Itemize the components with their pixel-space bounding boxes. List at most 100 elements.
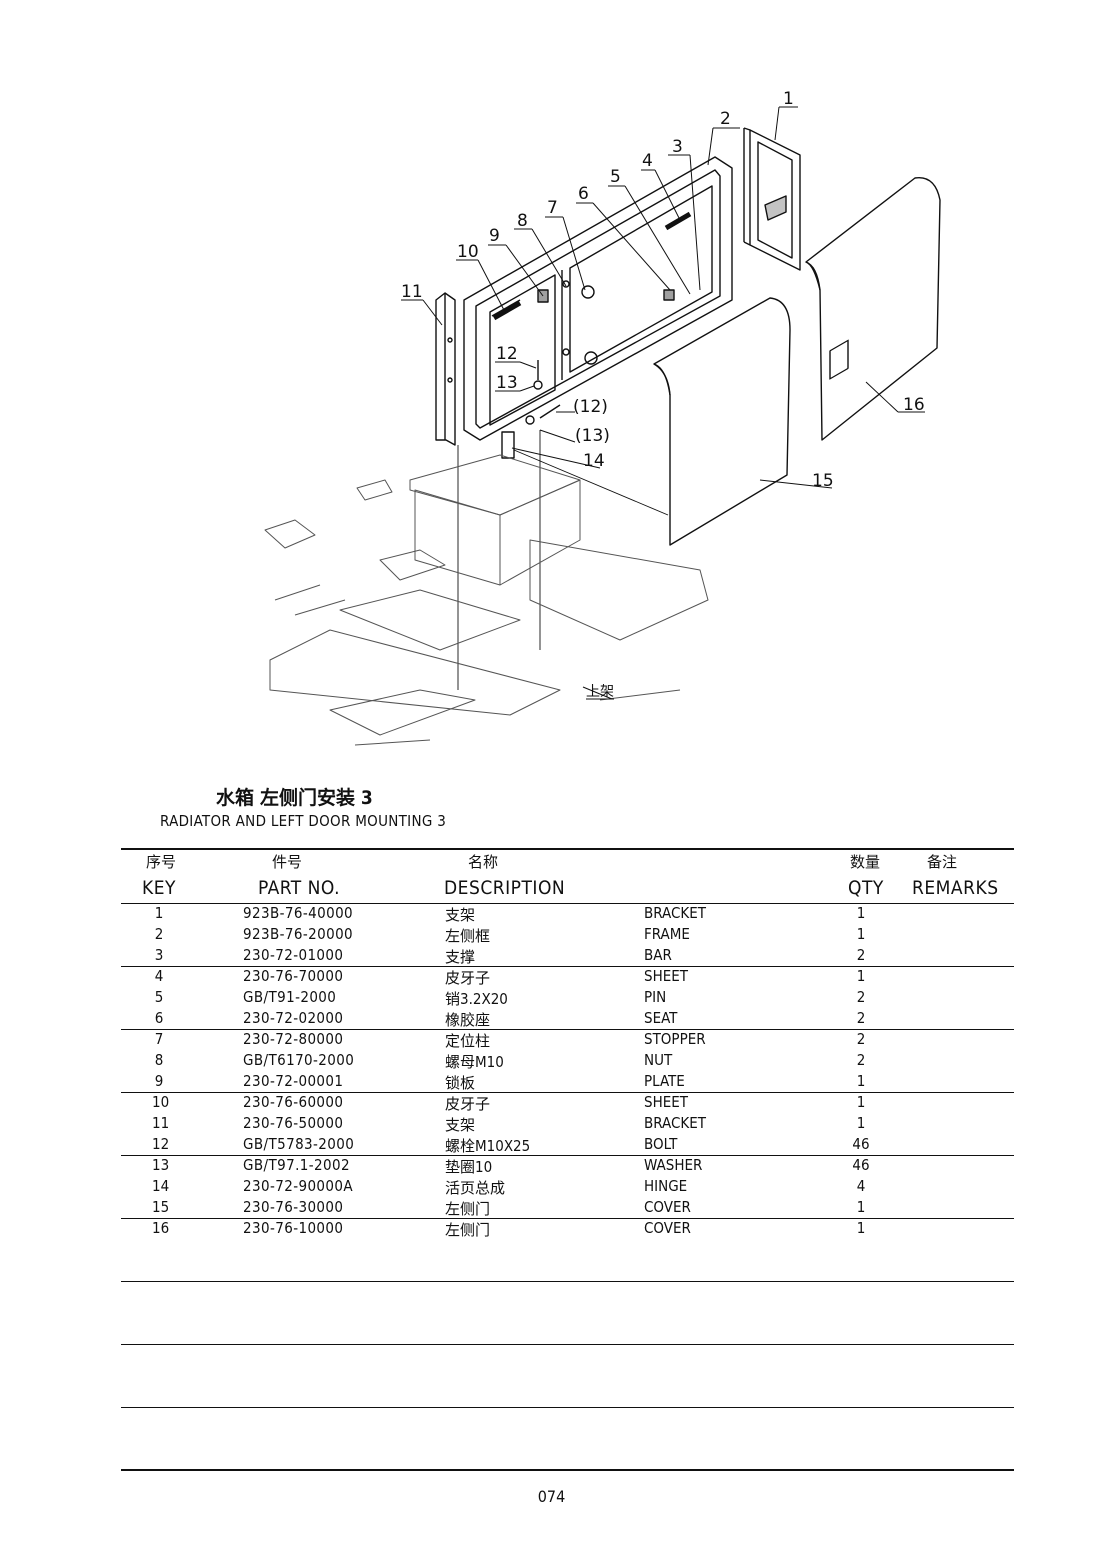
table-row: 12 GB/T5783-2000 螺栓M10X25 BOLT 46 bbox=[0, 1135, 1103, 1156]
description-cn-cell: 左侧门 bbox=[445, 1200, 491, 1218]
exploded-assembly-diagram: 1 2 3 4 5 6 7 8 9 10 11 12 13 (12) (13) … bbox=[264, 89, 941, 746]
description-en-cell: FRAME bbox=[644, 925, 690, 943]
callout-label: 1 bbox=[783, 89, 794, 109]
key-cell: 6 bbox=[154, 1009, 164, 1027]
table-row: 8 GB/T6170-2000 螺母M10 NUT 2 bbox=[0, 1051, 1103, 1072]
description-en-cell: SHEET bbox=[644, 1093, 689, 1111]
description-en-cell: COVER bbox=[644, 1219, 691, 1237]
key-cell: 9 bbox=[154, 1072, 164, 1090]
description-cn-cell: 支架 bbox=[445, 1116, 476, 1134]
header-remarks: REMARKS bbox=[912, 877, 999, 899]
part-no-cell: 923B-76-40000 bbox=[243, 904, 354, 922]
description-en-cell: SEAT bbox=[644, 1009, 678, 1027]
key-cell: 7 bbox=[154, 1030, 164, 1048]
key-cell: 3 bbox=[154, 946, 164, 964]
key-cell: 15 bbox=[152, 1198, 170, 1216]
description-en-cell: STOPPER bbox=[644, 1030, 706, 1048]
header-part-no: PART NO. bbox=[258, 877, 341, 899]
description-en-cell: PLATE bbox=[644, 1072, 685, 1090]
part-no-cell: 230-76-30000 bbox=[243, 1198, 344, 1216]
table-row: 1 923B-76-40000 支架 BRACKET 1 bbox=[0, 904, 1103, 925]
description-cn-cell: 支撑 bbox=[445, 948, 476, 966]
callout-label: 11 bbox=[401, 282, 423, 302]
callout-label: 8 bbox=[517, 211, 528, 231]
table-row: 4 230-76-70000 皮牙子 SHEET 1 bbox=[0, 967, 1103, 988]
header-remarks-cn: 备注 bbox=[927, 853, 958, 871]
part-no-cell: 230-72-00001 bbox=[243, 1072, 344, 1090]
group-divider bbox=[121, 1155, 1014, 1156]
key-cell: 14 bbox=[152, 1177, 170, 1195]
callout-label: 9 bbox=[489, 226, 500, 246]
description-en-cell: SHEET bbox=[644, 967, 689, 985]
description-en-cell: HINGE bbox=[644, 1177, 688, 1195]
title-chinese: 水箱 左侧门安装 3 bbox=[216, 787, 373, 809]
qty-cell: 1 bbox=[856, 1114, 866, 1132]
qty-cell: 1 bbox=[856, 904, 866, 922]
description-cn-cell: 皮牙子 bbox=[445, 969, 491, 987]
description-en-cell: BRACKET bbox=[644, 904, 707, 922]
header-part-cn: 件号 bbox=[272, 853, 303, 871]
description-en-cell: NUT bbox=[644, 1051, 673, 1069]
part-no-cell: 230-76-10000 bbox=[243, 1219, 344, 1237]
description-en-cell: COVER bbox=[644, 1198, 691, 1216]
part-15-cover bbox=[653, 297, 791, 546]
description-cn-cell: 皮牙子 bbox=[445, 1095, 491, 1113]
table-bottom-rule bbox=[121, 1469, 1014, 1471]
header-qty: QTY bbox=[848, 877, 884, 899]
description-en-cell: PIN bbox=[644, 988, 667, 1006]
callout-label: 7 bbox=[547, 198, 558, 218]
qty-cell: 1 bbox=[856, 967, 866, 985]
qty-cell: 46 bbox=[852, 1156, 870, 1174]
callout-label: 15 bbox=[812, 471, 834, 491]
qty-cell: 1 bbox=[856, 1072, 866, 1090]
callout-label: (12) bbox=[573, 397, 608, 417]
callout-label: 13 bbox=[496, 373, 518, 393]
description-en-cell: BRACKET bbox=[644, 1114, 707, 1132]
table-row: 15 230-76-30000 左侧门 COVER 1 bbox=[0, 1198, 1103, 1219]
table-row: 11 230-76-50000 支架 BRACKET 1 bbox=[0, 1114, 1103, 1135]
table-row: 10 230-76-60000 皮牙子 SHEET 1 bbox=[0, 1093, 1103, 1114]
table-row: 16 230-76-10000 左侧门 COVER 1 bbox=[0, 1219, 1103, 1240]
qty-cell: 4 bbox=[856, 1177, 866, 1195]
table-row: 3 230-72-01000 支撑 BAR 2 bbox=[0, 946, 1103, 967]
qty-cell: 2 bbox=[856, 1030, 866, 1048]
part-1-bracket bbox=[743, 127, 801, 271]
description-cn-cell: 垫圈10 bbox=[445, 1158, 493, 1176]
callout-label: (13) bbox=[575, 426, 610, 446]
callout-label: 2 bbox=[720, 109, 731, 129]
description-cn-cell: 螺母M10 bbox=[445, 1053, 504, 1071]
qty-cell: 1 bbox=[856, 925, 866, 943]
callout-label: 4 bbox=[642, 151, 653, 171]
key-cell: 8 bbox=[154, 1051, 164, 1069]
key-cell: 11 bbox=[152, 1114, 170, 1132]
table-row: 2 923B-76-20000 左侧框 FRAME 1 bbox=[0, 925, 1103, 946]
empty-row-divider bbox=[121, 1407, 1014, 1408]
table-top-rule bbox=[121, 848, 1014, 850]
part-no-cell: GB/T97.1-2002 bbox=[243, 1156, 350, 1174]
group-divider bbox=[121, 1092, 1014, 1093]
qty-cell: 2 bbox=[856, 946, 866, 964]
part-no-cell: 923B-76-20000 bbox=[243, 925, 354, 943]
description-cn-cell: 螺栓M10X25 bbox=[445, 1137, 531, 1155]
part-no-cell: GB/T91-2000 bbox=[243, 988, 337, 1006]
part-no-cell: 230-72-01000 bbox=[243, 946, 344, 964]
key-cell: 12 bbox=[152, 1135, 170, 1153]
description-en-cell: BAR bbox=[644, 946, 672, 964]
chassis-frame bbox=[264, 454, 709, 746]
table-row: 13 GB/T97.1-2002 垫圈10 WASHER 46 bbox=[0, 1156, 1103, 1177]
header-key: KEY bbox=[142, 877, 176, 899]
qty-cell: 46 bbox=[852, 1135, 870, 1153]
header-description: DESCRIPTION bbox=[444, 877, 566, 899]
callout-label: 上架 bbox=[586, 684, 614, 700]
description-cn-cell: 左侧框 bbox=[445, 927, 491, 945]
qty-cell: 1 bbox=[856, 1198, 866, 1216]
qty-cell: 1 bbox=[856, 1219, 866, 1237]
qty-cell: 2 bbox=[856, 988, 866, 1006]
part-no-cell: 230-76-50000 bbox=[243, 1114, 344, 1132]
key-cell: 16 bbox=[152, 1219, 170, 1237]
table-row: 5 GB/T91-2000 销3.2X20 PIN 2 bbox=[0, 988, 1103, 1009]
page-number: 074 bbox=[537, 1487, 566, 1506]
description-cn-cell: 活页总成 bbox=[445, 1179, 506, 1197]
description-cn-cell: 支架 bbox=[445, 906, 476, 924]
title-english: RADIATOR AND LEFT DOOR MOUNTING 3 bbox=[160, 812, 447, 830]
